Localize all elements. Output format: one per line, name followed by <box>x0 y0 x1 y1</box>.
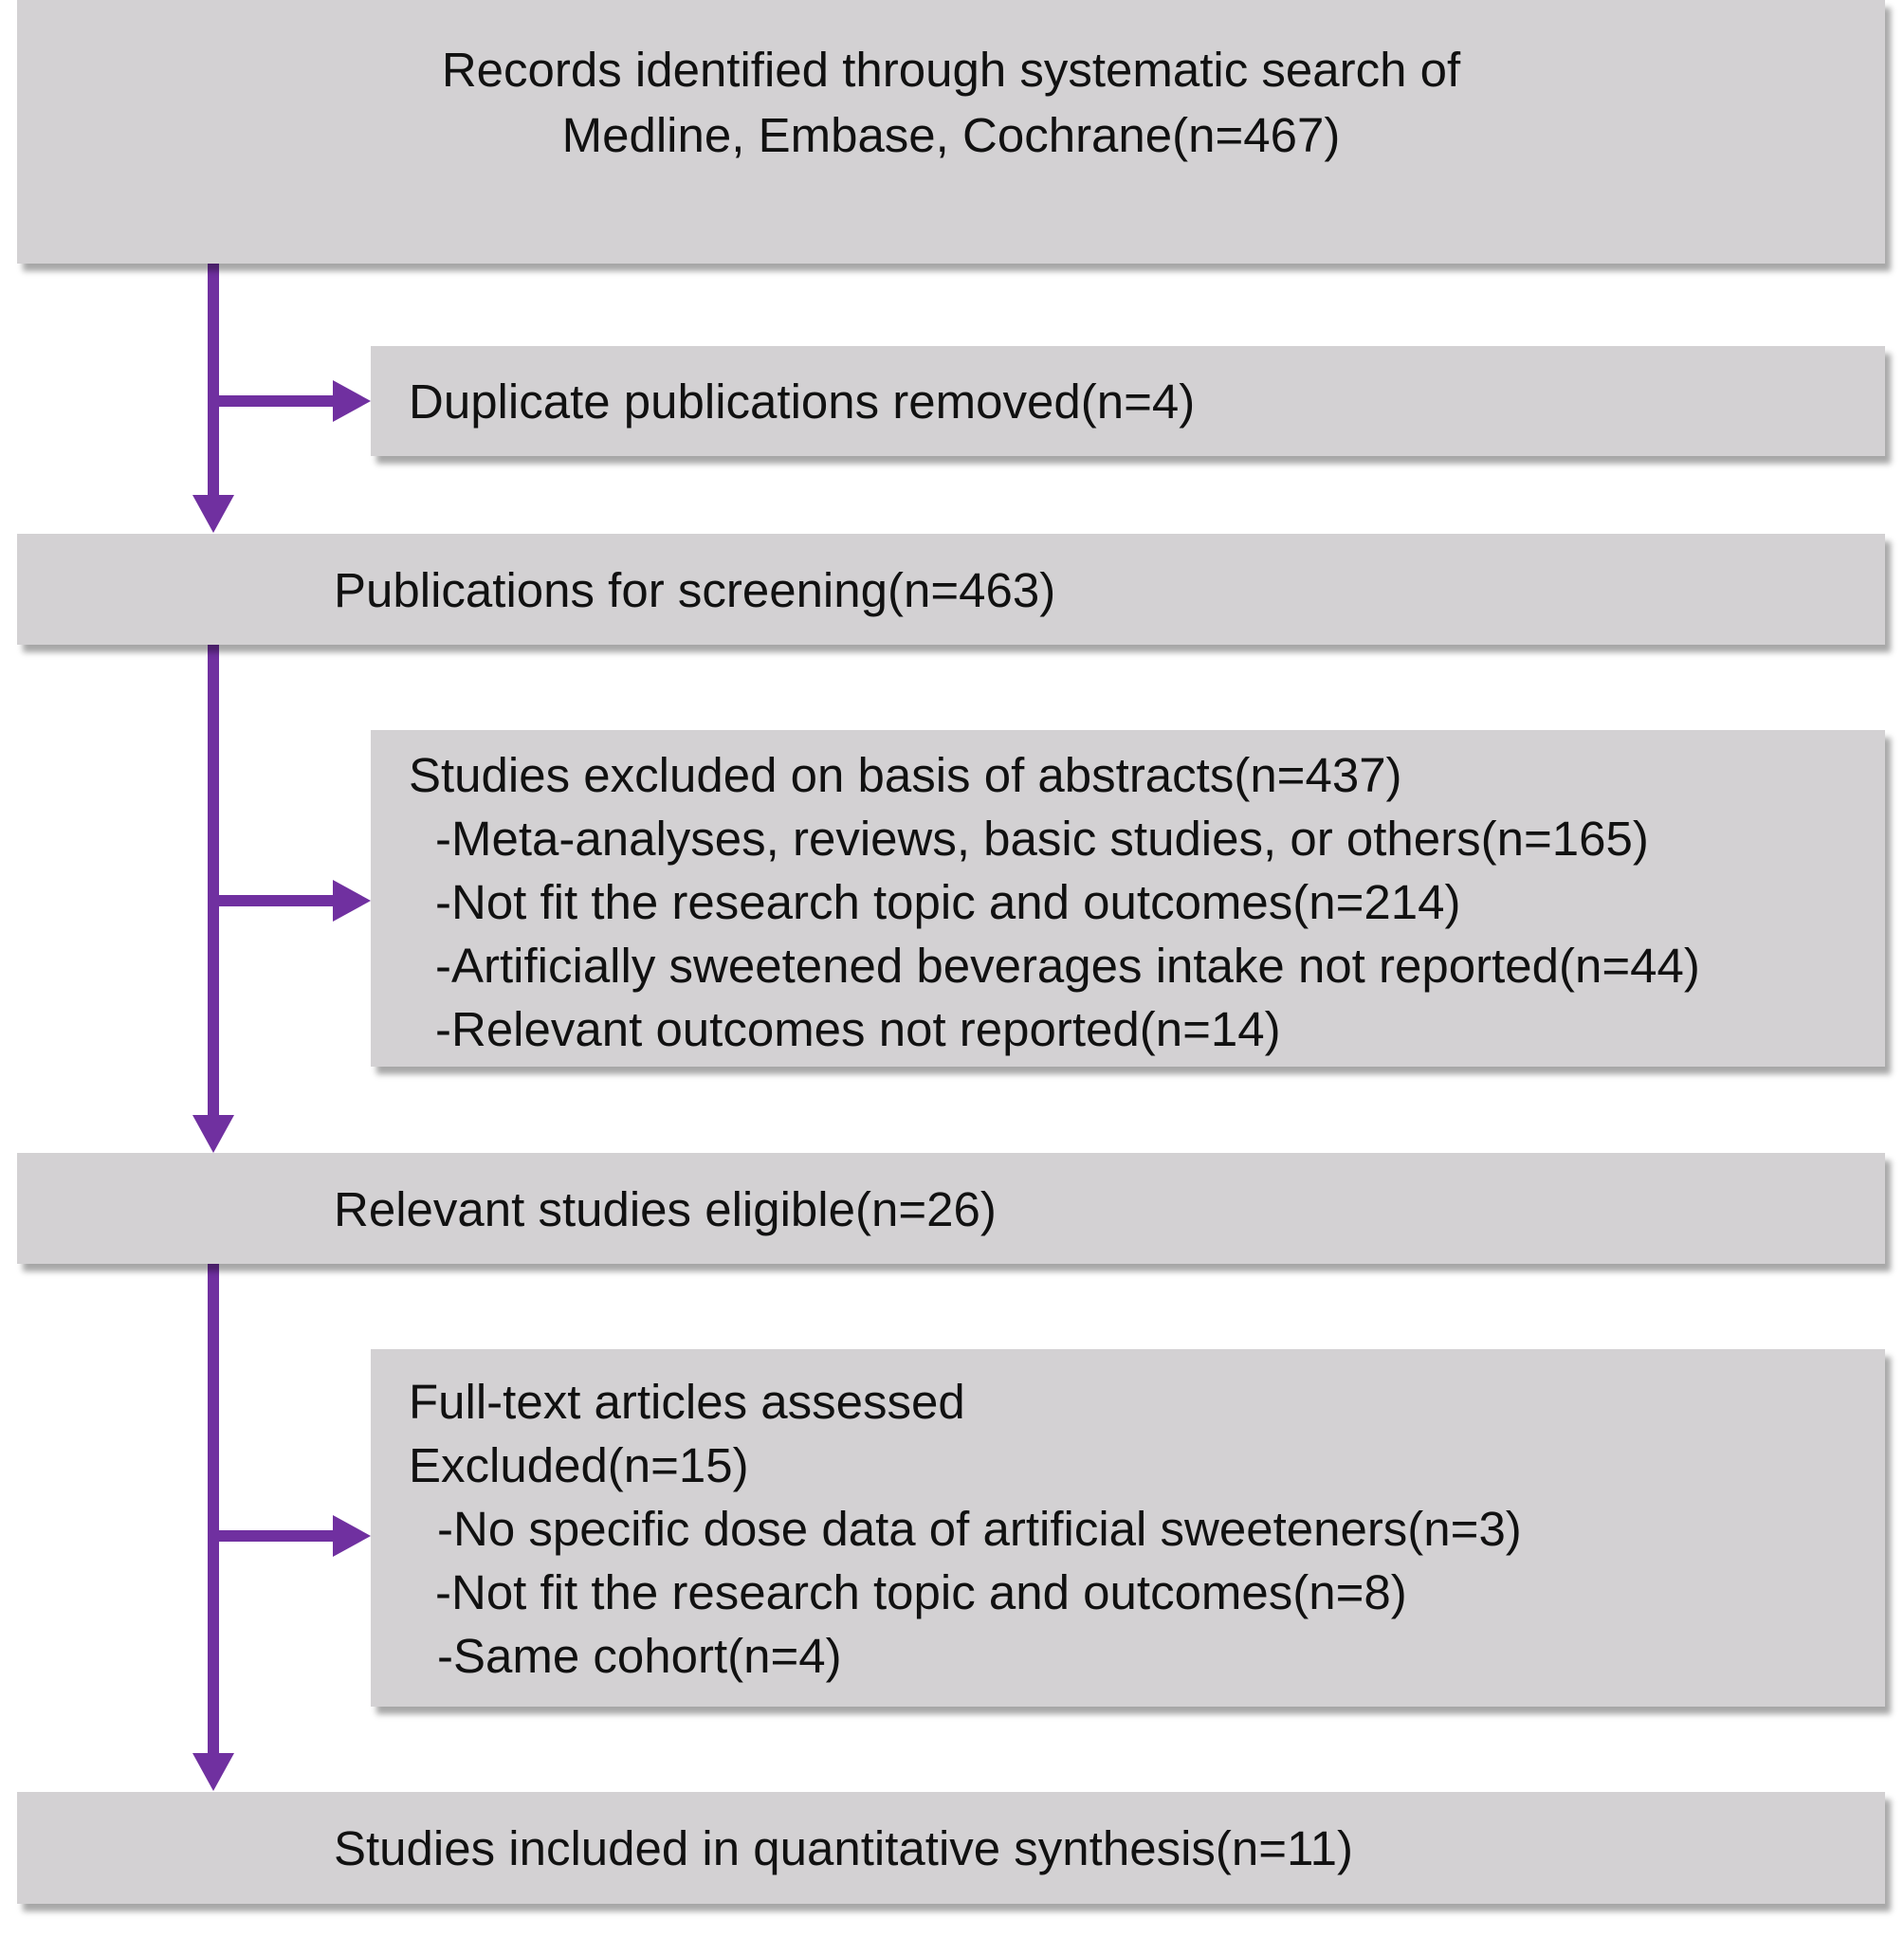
abstract-exclusion-item: -Artificially sweetened beverages intake… <box>435 939 1700 993</box>
branch-shaft-1 <box>219 395 335 407</box>
branch-shaft-2 <box>219 895 335 906</box>
branch-head-3 <box>333 1515 371 1557</box>
records-line-1: Records identified through systematic se… <box>441 43 1461 97</box>
fulltext-assessment-box: Full-text articles assessed Excluded(n=1… <box>371 1349 1885 1707</box>
branch-head-1 <box>333 380 371 422</box>
included-studies-box: Studies included in quantitative synthes… <box>17 1792 1885 1904</box>
arrow-shaft-3 <box>208 1264 219 1755</box>
screening-text: Publications for screening(n=463) <box>334 563 1056 617</box>
included-text: Studies included in quantitative synthes… <box>334 1821 1353 1875</box>
abstract-exclusion-item: -Meta-analyses, reviews, basic studies, … <box>435 812 1649 866</box>
arrow-shaft-1 <box>208 264 219 497</box>
records-line-2: Medline, Embase, Cochrane(n=467) <box>561 108 1341 162</box>
fulltext-exclusion-item: -Not fit the research topic and outcomes… <box>435 1565 1407 1619</box>
arrow-head-2 <box>192 1115 234 1153</box>
branch-head-2 <box>333 880 371 922</box>
records-identified-box: Records identified through systematic se… <box>17 0 1885 264</box>
arrow-head-3 <box>192 1753 234 1791</box>
branch-shaft-3 <box>219 1530 335 1542</box>
fulltext-subheading: Excluded(n=15) <box>409 1438 749 1492</box>
abstract-exclusions-box: Studies excluded on basis of abstracts(n… <box>371 730 1885 1067</box>
duplicates-text: Duplicate publications removed(n=4) <box>409 375 1196 429</box>
fulltext-exclusion-item: -Same cohort(n=4) <box>437 1629 842 1683</box>
arrow-shaft-2 <box>208 645 219 1117</box>
eligible-box: Relevant studies eligible(n=26) <box>17 1153 1885 1264</box>
duplicates-removed-box: Duplicate publications removed(n=4) <box>371 346 1885 456</box>
fulltext-heading: Full-text articles assessed <box>409 1375 965 1429</box>
screening-box: Publications for screening(n=463) <box>17 534 1885 645</box>
abstract-exclusion-item: -Not fit the research topic and outcomes… <box>435 875 1461 929</box>
arrow-head-1 <box>192 495 234 533</box>
fulltext-exclusion-item: -No specific dose data of artificial swe… <box>437 1502 1522 1556</box>
abstract-exclusions-heading: Studies excluded on basis of abstracts(n… <box>409 748 1402 802</box>
abstract-exclusion-item: -Relevant outcomes not reported(n=14) <box>435 1002 1281 1056</box>
eligible-text: Relevant studies eligible(n=26) <box>334 1182 997 1236</box>
